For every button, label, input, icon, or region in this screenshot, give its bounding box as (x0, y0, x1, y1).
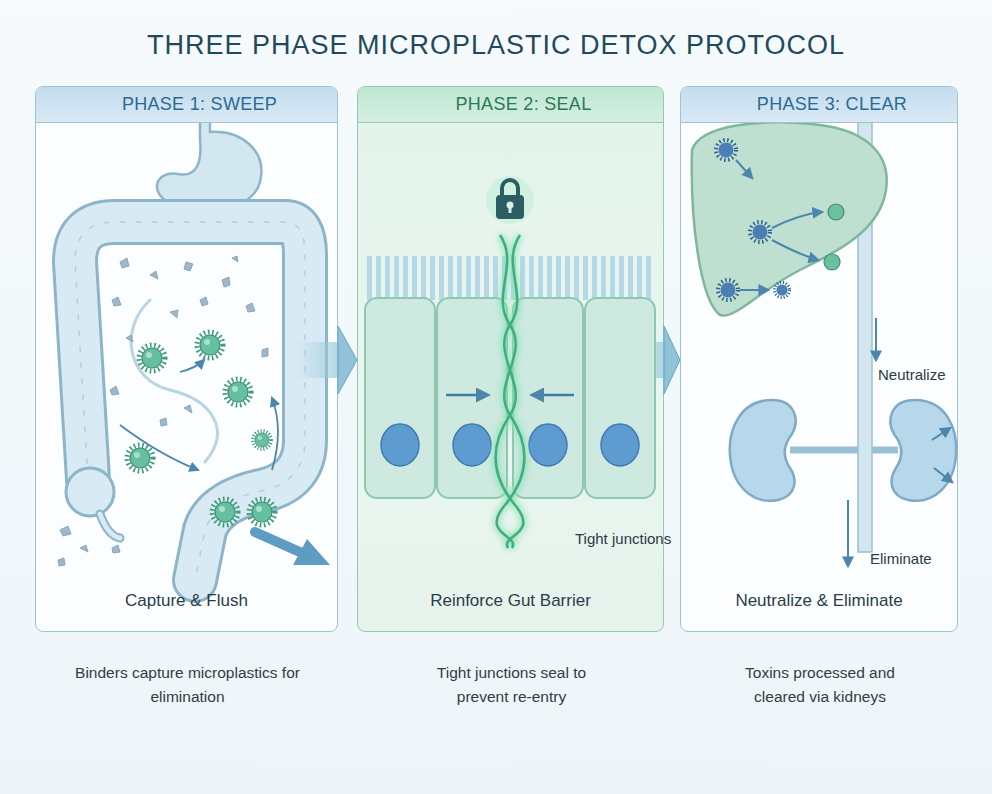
phase-description: Toxins processed and cleared via kidneys (725, 661, 915, 709)
flow-arrow (664, 326, 680, 394)
flow-arrow (338, 326, 357, 394)
phase-caption: Capture & Flush (36, 591, 337, 611)
phase-description: Binders capture microplastics for elimin… (63, 661, 313, 709)
annotation-label: Neutralize (878, 366, 946, 383)
diagram-title: THREE PHASE MICROPLASTIC DETOX PROTOCOL (0, 30, 992, 61)
phase-caption: Reinforce Gut Barrier (358, 591, 663, 611)
phase-panel: PHASE 2: SEALReinforce Gut BarrierTight … (357, 86, 664, 632)
phase-header: PHASE 1: SWEEP (36, 87, 337, 123)
phase-header: PHASE 3: CLEAR (681, 87, 957, 123)
annotation-label: Tight junctions (575, 530, 671, 547)
phase-caption: Neutralize & Eliminate (681, 591, 957, 611)
phase-header: PHASE 2: SEAL (358, 87, 663, 123)
annotation-label: Eliminate (870, 550, 932, 567)
phase-panel: PHASE 1: SWEEPCapture & FlushBinders cap… (35, 86, 338, 632)
phase-description: Tight junctions seal to prevent re-entry (412, 661, 612, 709)
